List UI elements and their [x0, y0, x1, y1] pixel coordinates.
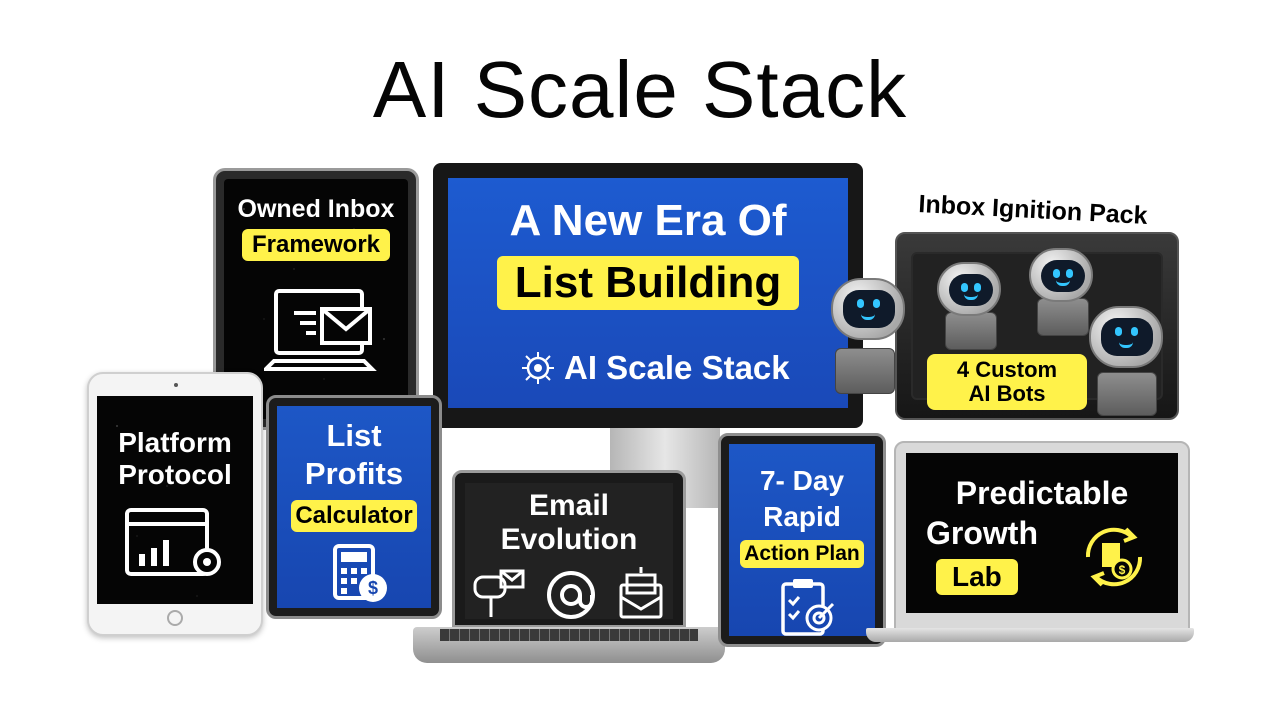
- robot-eye: [1131, 327, 1138, 336]
- home-button: [167, 610, 183, 626]
- robot-eye: [1115, 327, 1122, 336]
- evolution-label: Evolution: [500, 523, 638, 556]
- robot-body: [1037, 298, 1089, 336]
- predictable-screen: Predictable Growth Lab $: [906, 453, 1178, 613]
- robot-body: [1097, 372, 1157, 416]
- at-sign-icon: [547, 571, 595, 619]
- profits-label: Profits: [304, 456, 404, 491]
- calculator-dollar-icon: $: [333, 544, 387, 602]
- list-profits-tablet: List Profits Calculator $: [266, 395, 442, 619]
- protocol-label: Protocol: [118, 459, 232, 490]
- predictable-label: Predictable: [955, 475, 1129, 511]
- monitor-screen: A New Era Of List Building AI Scale Stac…: [448, 178, 848, 408]
- robot-mouth: [1119, 342, 1133, 348]
- custom-bots-line2: AI Bots: [968, 381, 1046, 406]
- email-evolution-laptop: Email Evolution: [452, 470, 686, 628]
- ai-chip-logo-icon: [522, 352, 554, 384]
- robot-eye: [1053, 269, 1060, 278]
- robot-face: [843, 290, 895, 328]
- laptop-mail-icon: [264, 289, 377, 371]
- page-title: AI Scale Stack: [372, 45, 908, 134]
- svg-text:$: $: [368, 578, 378, 598]
- robot-mouth: [861, 314, 875, 320]
- list-label: List: [326, 418, 382, 453]
- predictable-laptop: Predictable Growth Lab $: [894, 441, 1190, 631]
- clipboard-target-icon: [781, 579, 835, 636]
- robot-eye: [1066, 269, 1073, 278]
- platform-label: Platform: [118, 427, 232, 458]
- mailbox-icon: [473, 569, 525, 617]
- custom-bots-line1: 4 Custom: [956, 357, 1058, 382]
- email-icons-row: [473, 567, 663, 619]
- robot-icon: [1089, 306, 1163, 368]
- robot-eye: [857, 299, 864, 308]
- monitor: A New Era Of List Building AI Scale Stac…: [433, 163, 863, 428]
- dashboard-gear-icon: [125, 508, 221, 576]
- cycle-dollar-icon: $: [1085, 527, 1143, 587]
- list-building-label: List Building: [496, 256, 800, 310]
- lab-label: Lab: [936, 559, 1018, 595]
- platform-protocol-ipad: Platform Protocol: [87, 372, 263, 636]
- robot-icon: [831, 278, 905, 340]
- svg-text:$: $: [1119, 563, 1126, 577]
- bot-box: 4 Custom AI Bots: [831, 232, 1179, 420]
- robot-mouth: [1056, 280, 1070, 286]
- action-plan-label: Action Plan: [740, 540, 864, 568]
- brand-text: AI Scale Stack: [564, 349, 790, 386]
- robot-icon: [937, 262, 1001, 316]
- seven-day-label: 7- Day: [759, 465, 845, 496]
- inbox-tray-icon: [619, 567, 663, 619]
- custom-bots-badge: 4 Custom AI Bots: [927, 354, 1087, 410]
- monitor-brand: AI Scale Stack: [520, 348, 820, 388]
- robot-eye: [974, 283, 981, 292]
- robot-face: [949, 274, 993, 306]
- email-evolution-screen: Email Evolution: [465, 483, 673, 619]
- robot-icon: [1029, 248, 1093, 302]
- platform-protocol-screen: Platform Protocol: [97, 396, 253, 604]
- email-label: Email: [528, 489, 610, 522]
- robot-body: [945, 312, 997, 350]
- robot-eye: [873, 299, 880, 308]
- seven-day-tablet: 7- Day Rapid Action Plan: [718, 433, 886, 647]
- monitor-headline: A New Era Of: [509, 196, 787, 245]
- robot-face: [1041, 260, 1085, 292]
- list-profits-screen: List Profits Calculator $: [277, 406, 431, 608]
- rapid-label: Rapid: [763, 501, 841, 532]
- predictable-laptop-base: [866, 628, 1194, 642]
- keyboard: [440, 629, 698, 641]
- robot-eye: [961, 283, 968, 292]
- calculator-label: Calculator: [291, 500, 417, 532]
- robot-mouth: [964, 294, 978, 300]
- robot-body: [835, 348, 895, 394]
- growth-label: Growth: [926, 515, 1038, 551]
- seven-day-screen: 7- Day Rapid Action Plan: [729, 444, 875, 636]
- inbox-ignition-title: Inbox Ignition Pack: [917, 190, 1149, 230]
- robot-face: [1101, 318, 1153, 356]
- owned-inbox-title: Owned Inbox: [237, 195, 395, 223]
- camera-dot: [174, 383, 178, 387]
- framework-label: Framework: [241, 229, 391, 261]
